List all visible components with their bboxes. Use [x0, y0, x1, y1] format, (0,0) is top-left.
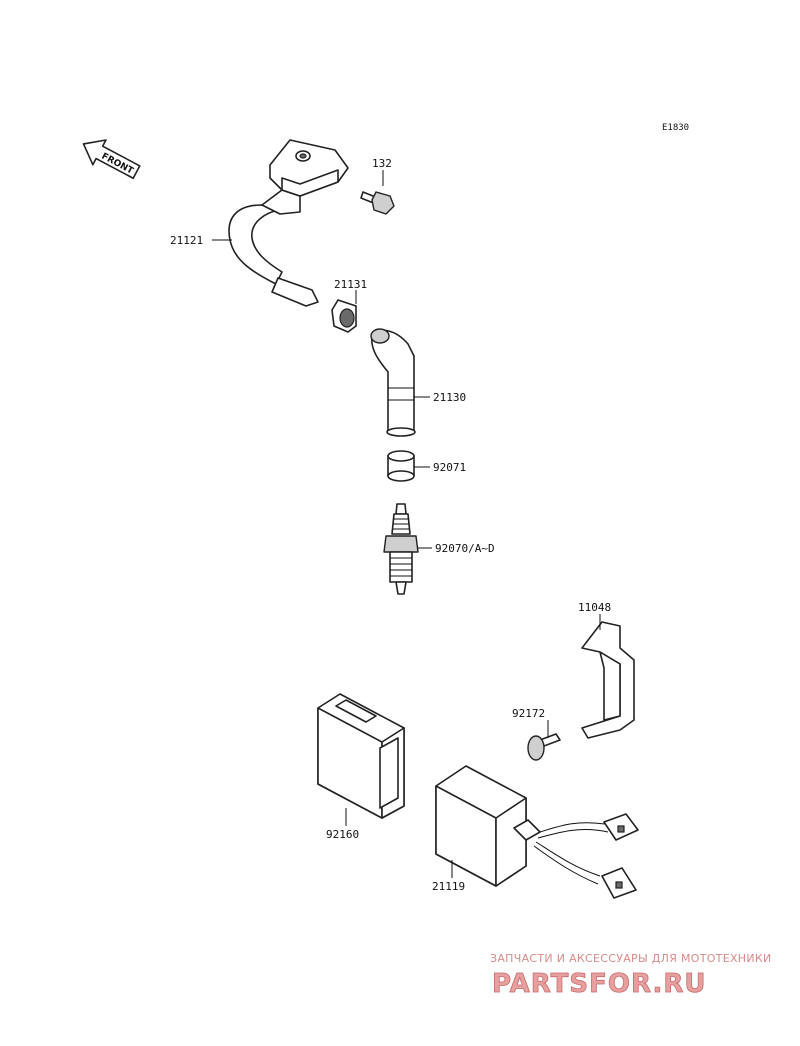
label-11048: 11048 — [578, 601, 611, 614]
cover-drawing — [317, 693, 405, 819]
label-21130: 21130 — [433, 391, 466, 404]
bracket-drawing — [581, 621, 635, 739]
front-arrow-icon: FRONT — [82, 139, 141, 180]
label-92172: 92172 — [512, 707, 545, 720]
label-92071: 92071 — [433, 461, 466, 474]
label-21119: 21119 — [432, 880, 465, 893]
watermark-subtitle: ЗАПЧАСТИ И АКСЕССУАРЫ ДЛЯ МОТОТЕХНИКИ — [490, 952, 772, 965]
label-92070: 92070/A~D — [435, 542, 495, 555]
label-21131: 21131 — [334, 278, 367, 291]
label-132: 132 — [372, 157, 392, 170]
screw-drawing — [527, 733, 561, 761]
diagram-code: E1830 — [662, 123, 689, 133]
spark-plug-drawing — [383, 503, 419, 595]
gasket-drawing — [387, 450, 415, 482]
plug-cap-drawing — [370, 328, 416, 437]
ignition-coil-drawing — [228, 139, 349, 307]
label-92160: 92160 — [326, 828, 359, 841]
bolt-drawing — [360, 191, 395, 215]
cap-terminal-drawing — [331, 299, 357, 333]
label-21121: 21121 — [170, 234, 203, 247]
igniter-drawing — [435, 765, 639, 899]
leader-lines — [212, 170, 601, 878]
watermark-brand: PARTSFOR.RU — [492, 969, 706, 999]
